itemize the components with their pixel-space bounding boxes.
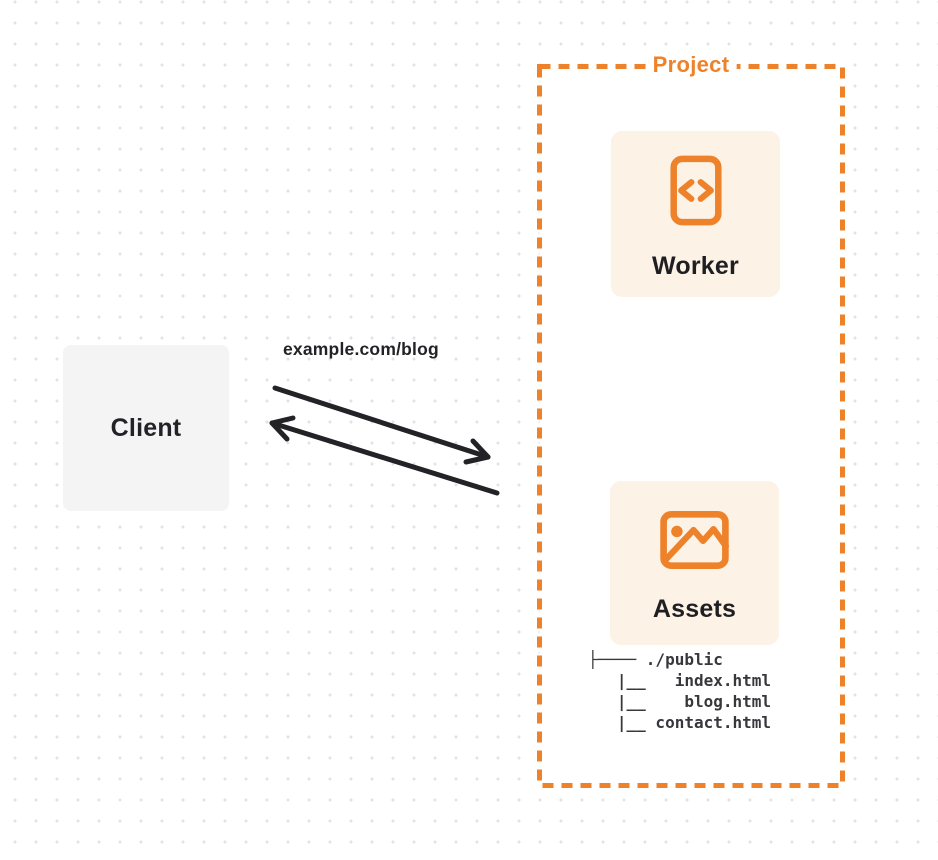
request-arrow: [272, 385, 491, 465]
project-title: Project: [645, 52, 737, 78]
worker-label: Worker: [652, 252, 739, 280]
code-document-icon: [669, 155, 722, 226]
worker-node: Worker: [611, 131, 780, 297]
assets-node: Assets: [610, 481, 779, 645]
client-label: Client: [110, 413, 182, 442]
request-response-arrows: [269, 385, 500, 496]
image-icon: [660, 511, 729, 569]
assets-file-tree: ├──── ./public |__ index.html |__ blog.h…: [588, 650, 772, 732]
client-node: Client: [63, 345, 229, 511]
assets-label: Assets: [652, 595, 737, 623]
response-arrow: [269, 415, 500, 496]
request-url-label: example.com/blog: [283, 339, 439, 359]
project-container: Project Worker Assets: [537, 52, 845, 788]
